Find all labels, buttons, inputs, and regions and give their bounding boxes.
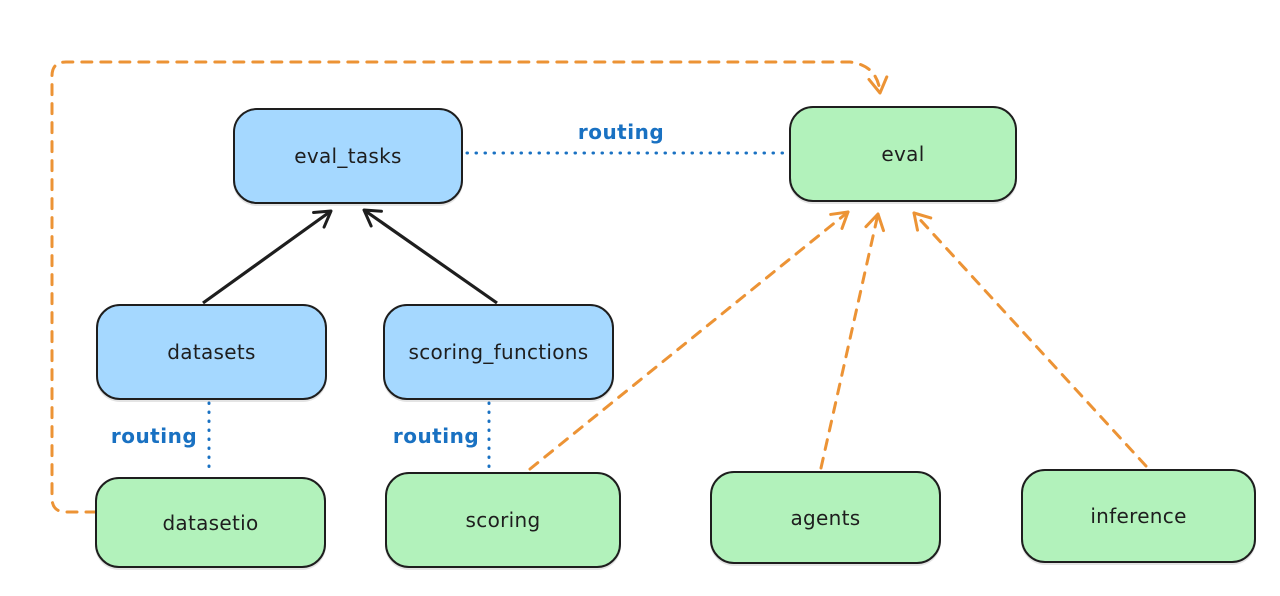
node-datasets: datasets	[96, 304, 327, 400]
arrow-datasetio-to-eval	[50, 60, 889, 514]
node-scoring: scoring	[385, 472, 621, 568]
node-eval: eval	[789, 106, 1017, 202]
node-datasetio-label: datasetio	[162, 510, 259, 535]
arrow-scoring-functions-to-eval-tasks	[362, 208, 498, 305]
node-inference-label: inference	[1090, 504, 1187, 528]
node-agents-label: agents	[790, 505, 861, 530]
routing-label-top: routing	[577, 120, 665, 144]
arrow-scoring-to-eval	[528, 210, 850, 471]
node-eval-tasks-label: eval_tasks	[294, 144, 402, 168]
arrow-datasets-to-eval-tasks	[202, 209, 333, 305]
routing-label-mid: routing	[392, 424, 480, 448]
node-datasets-label: datasets	[167, 340, 256, 364]
node-datasetio: datasetio	[95, 477, 326, 568]
arrow-inference-to-eval	[912, 211, 1148, 468]
node-agents: agents	[710, 471, 941, 564]
node-inference: inference	[1021, 469, 1256, 563]
arrow-agents-to-eval	[819, 212, 885, 470]
routing-label-left: routing	[110, 424, 198, 448]
node-scoring-label: scoring	[465, 508, 541, 532]
node-eval-label: eval	[881, 142, 925, 166]
node-scoring-functions: scoring_functions	[383, 304, 614, 400]
node-scoring-functions-label: scoring_functions	[408, 340, 589, 364]
node-eval-tasks: eval_tasks	[233, 108, 463, 204]
